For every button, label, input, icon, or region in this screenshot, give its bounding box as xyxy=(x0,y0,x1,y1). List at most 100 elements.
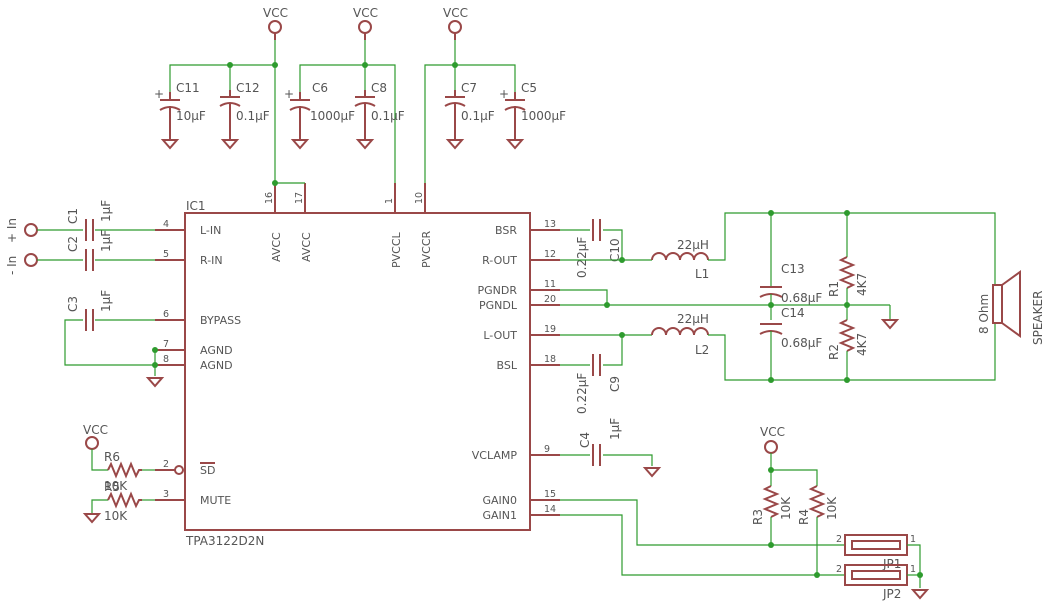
vcc-label: VCC xyxy=(353,6,378,20)
svg-text:1µF: 1µF xyxy=(99,290,113,312)
pin-name: GAIN1 xyxy=(482,509,517,522)
svg-text:1000µF: 1000µF xyxy=(521,109,566,123)
vcc-label: VCC xyxy=(443,6,468,20)
pin-num: 10 xyxy=(414,192,425,204)
svg-text:0.68µF: 0.68µF xyxy=(781,336,822,350)
pin-name: R-IN xyxy=(200,254,223,267)
svg-text:R4: R4 xyxy=(797,509,811,525)
jp2-label: JP2 xyxy=(882,587,901,601)
vcc-symbols: VCC VCC VCC xyxy=(263,6,468,40)
pin-num: 17 xyxy=(294,192,305,204)
speaker-value: 8 Ohm xyxy=(977,294,991,334)
pin-name: PVCCL xyxy=(390,231,403,268)
svg-text:R5: R5 xyxy=(104,480,120,494)
pin-num: 5 xyxy=(163,249,169,260)
svg-text:L1: L1 xyxy=(695,267,709,281)
svg-text:C8: C8 xyxy=(371,81,387,95)
pin-name: BSR xyxy=(495,224,517,237)
decoupling-capacitors: + C11 10µF C12 0.1µF + C6 1000µF xyxy=(154,81,566,140)
svg-text:C3: C3 xyxy=(66,296,80,312)
ic-left-pins: 4 5 6 7 8 2 3 L-IN R-IN BYPASS AGND AGND… xyxy=(155,219,241,507)
pin-name: PGNDR xyxy=(478,284,518,297)
svg-text:C5: C5 xyxy=(521,81,537,95)
svg-text:1µF: 1µF xyxy=(608,418,622,440)
speaker: SPEAKER 8 Ohm xyxy=(977,270,1045,345)
pin-name: AVCC xyxy=(270,232,283,262)
capacitor-c11: + C11 10µF xyxy=(154,81,206,140)
pin-name: R-OUT xyxy=(482,254,517,267)
svg-text:C14: C14 xyxy=(781,306,805,320)
capacitor-c5: + C5 1000µF xyxy=(499,81,566,140)
svg-text:10µF: 10µF xyxy=(176,109,206,123)
svg-text:R2: R2 xyxy=(827,344,841,360)
svg-text:10K: 10K xyxy=(825,496,839,520)
ic-ref: IC1 xyxy=(186,199,206,213)
pin-num: 18 xyxy=(544,354,556,365)
svg-text:+: + xyxy=(284,87,294,101)
power-junctions xyxy=(227,62,458,186)
pin-name: BYPASS xyxy=(200,314,241,327)
svg-text:0.1µF: 0.1µF xyxy=(461,109,495,123)
pin-name: MUTE xyxy=(200,494,231,507)
svg-text:C1: C1 xyxy=(66,208,80,224)
svg-text:22µH: 22µH xyxy=(677,238,709,252)
pin-name: AGND xyxy=(200,359,233,372)
pin-num: 15 xyxy=(544,489,556,500)
pin-num: 12 xyxy=(544,249,556,260)
ic-body xyxy=(184,212,531,531)
pin-name: SD xyxy=(200,464,215,477)
svg-text:R1: R1 xyxy=(827,281,841,297)
speaker-label: SPEAKER xyxy=(1031,291,1045,345)
pin-name: PGNDL xyxy=(479,299,518,312)
svg-text:4K7: 4K7 xyxy=(855,333,869,356)
input-section: + In - In C1 1µF C2 1µF C3 1µF xyxy=(5,200,165,388)
pin-num: 1 xyxy=(384,198,395,204)
svg-text:C7: C7 xyxy=(461,81,477,95)
pin-num: 19 xyxy=(544,324,556,335)
capacitor-c7: C7 0.1µF xyxy=(444,81,495,140)
svg-text:C4: C4 xyxy=(578,432,592,448)
svg-text:2: 2 xyxy=(836,534,842,545)
pin-name: AVCC xyxy=(300,232,313,262)
svg-text:1000µF: 1000µF xyxy=(310,109,355,123)
pin-num: 9 xyxy=(544,444,550,455)
svg-text:C6: C6 xyxy=(312,81,328,95)
svg-text:R3: R3 xyxy=(751,509,765,525)
svg-text:1: 1 xyxy=(910,534,916,545)
pin-num: 4 xyxy=(163,219,169,230)
output-section: C10 0.22µF 22µH L1 22µH L2 C9 0.22 xyxy=(560,210,996,478)
pin-num: 13 xyxy=(544,219,556,230)
pin-name: L-IN xyxy=(200,224,221,237)
capacitor-c12: C12 0.1µF xyxy=(219,81,270,140)
ic-top-pins: 16 17 1 10 AVCC AVCC PVCCL PVCCR xyxy=(264,183,433,268)
pin-num: 20 xyxy=(544,294,556,305)
pin-num: 6 xyxy=(163,309,169,320)
pin-name: AGND xyxy=(200,344,233,357)
svg-text:1µF: 1µF xyxy=(99,230,113,252)
pin-num: 7 xyxy=(163,339,169,350)
pin-name: GAIN0 xyxy=(482,494,517,507)
ic-part: TPA3122D2N xyxy=(185,534,264,548)
svg-text:10K: 10K xyxy=(104,509,128,523)
pin-num: 8 xyxy=(163,354,169,365)
svg-text:+: + xyxy=(499,87,509,101)
pin-name: PVCCR xyxy=(420,230,433,268)
pin-num: 2 xyxy=(163,459,169,470)
gain-section: VCC R3 10K R4 10K 2 1 JP1 2 1 JP2 xyxy=(560,425,930,601)
svg-text:0.1µF: 0.1µF xyxy=(371,109,405,123)
pin-name: BSL xyxy=(497,359,518,372)
svg-text:C10: C10 xyxy=(608,238,622,262)
svg-text:10K: 10K xyxy=(779,496,793,520)
sd-mute-section: VCC R6 10K R5 10K xyxy=(82,423,155,524)
pin-num: 11 xyxy=(544,279,556,290)
pin-num: 3 xyxy=(163,489,169,500)
svg-text:4K7: 4K7 xyxy=(855,273,869,296)
svg-text:C9: C9 xyxy=(608,376,622,392)
svg-text:0.22µF: 0.22µF xyxy=(575,373,589,414)
svg-text:0.1µF: 0.1µF xyxy=(236,109,270,123)
plus-in-label: + In xyxy=(5,218,19,243)
capacitor-c8: C8 0.1µF xyxy=(354,81,405,140)
svg-text:C11: C11 xyxy=(176,81,200,95)
svg-text:+: + xyxy=(154,87,164,101)
